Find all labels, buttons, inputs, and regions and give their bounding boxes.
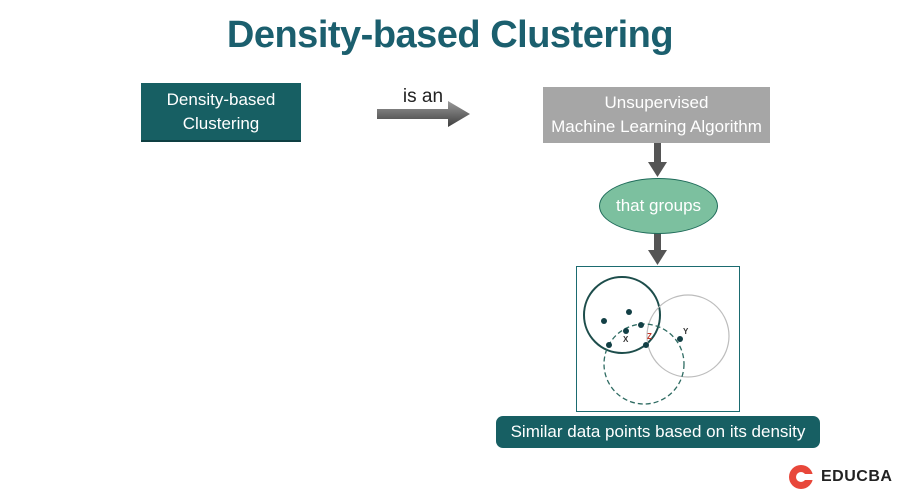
point-label-y: Y [683, 327, 689, 336]
down-arrow-1 [648, 143, 667, 177]
that-groups-ellipse: that groups [599, 178, 718, 234]
top-box-line2: Machine Learning Algorithm [551, 117, 762, 136]
caption-text: Similar data points based on its density [510, 422, 806, 441]
is-an-label: is an [402, 86, 444, 107]
data-point [677, 336, 683, 342]
arrow-shape [377, 101, 470, 127]
caption-box: Similar data points based on its density [496, 416, 820, 448]
data-point [638, 322, 644, 328]
ellipse-label: that groups [615, 196, 702, 215]
top-box-line1: Unsupervised [604, 93, 709, 112]
data-point [626, 309, 632, 315]
data-point [601, 318, 607, 324]
educba-logo: EDUCBA [787, 463, 892, 491]
logo-text: EDUCBA [821, 468, 893, 485]
educba-logo-icon [789, 465, 813, 489]
point-label-x: X [623, 335, 629, 344]
data-point [606, 342, 612, 348]
unsupervised-ml-box: Unsupervised Machine Learning Algorithm [543, 87, 770, 143]
down-arrow-2 [648, 233, 667, 265]
dashed-circle-z [603, 323, 685, 405]
data-point [623, 328, 629, 334]
outer-circle-y [646, 294, 730, 378]
data-point [643, 342, 649, 348]
point-label-z: Z [647, 332, 652, 341]
core-circle [583, 276, 661, 354]
page-title: Density-based Clustering [226, 14, 674, 56]
left-box-line2: Clustering [182, 113, 260, 133]
density-based-clustering-box: Density-based Clustering [141, 83, 301, 142]
cluster-plot-frame [576, 266, 740, 412]
left-box-line1: Density-based [166, 89, 276, 109]
